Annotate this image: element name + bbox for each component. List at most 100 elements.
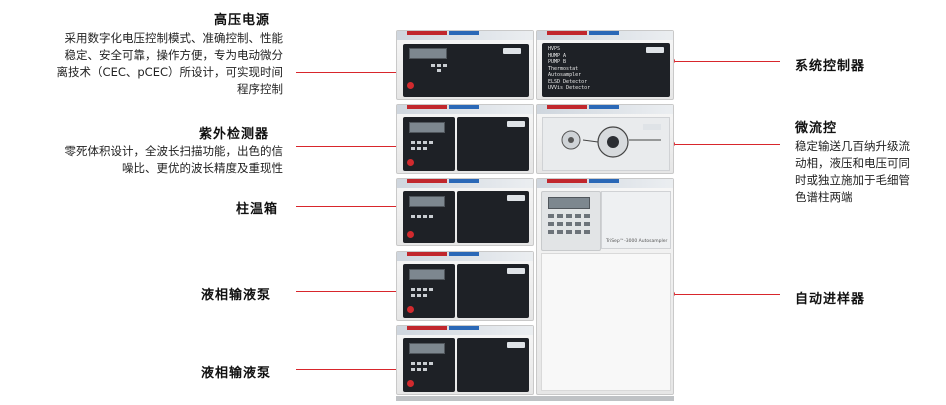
micro-desc-line: 动相，液压和电压可同 xyxy=(795,156,910,170)
micro-leader-line xyxy=(675,144,780,145)
uv-door-panel xyxy=(457,117,529,171)
uv-key xyxy=(417,141,421,144)
module-top xyxy=(397,252,533,261)
autosampler-leader-line xyxy=(675,294,780,295)
uv-detector-module xyxy=(396,104,534,174)
hv-desc-line: 稳定、安全可靠，操作方便，专为电动微分 xyxy=(64,48,284,62)
column-oven-module xyxy=(396,178,534,246)
hv-leader-line xyxy=(296,72,401,73)
pump1-key xyxy=(411,294,415,297)
hv-desc-line: 程序控制 xyxy=(237,82,283,96)
uv-title: 紫外检测器 xyxy=(199,127,270,142)
hv-lcd-display xyxy=(409,48,447,59)
module-top xyxy=(537,105,673,114)
uv-front-panel xyxy=(403,117,455,171)
brand-stripe-red xyxy=(547,179,587,183)
brand-stripe-red xyxy=(407,252,447,256)
uv-key xyxy=(417,147,421,150)
brand-stripe-red xyxy=(407,31,447,35)
hv-key xyxy=(437,64,441,67)
uv-key xyxy=(429,141,433,144)
controller-screen-line: PUMP B xyxy=(548,59,567,65)
brand-stripe-red xyxy=(407,105,447,109)
brand-badge xyxy=(507,342,525,348)
hv-desc-line: 离技术（CEC、pCEC）所设计，可实现时间 xyxy=(56,65,283,79)
uv-leader-line xyxy=(296,146,401,147)
uv-lcd-display xyxy=(409,122,445,133)
hv-power-supply-module xyxy=(396,30,534,100)
controller-title: 系统控制器 xyxy=(795,59,866,74)
hv-key xyxy=(443,64,447,67)
oven-front-panel xyxy=(403,191,455,243)
pump1-key xyxy=(417,288,421,291)
oven-key xyxy=(411,215,415,218)
hv-key xyxy=(431,64,435,67)
brand-badge xyxy=(503,48,521,54)
micro-title: 微流控 xyxy=(795,121,838,136)
brand-stripe-blue xyxy=(449,105,479,109)
micro-desc-line: 稳定输送几百纳升级流 xyxy=(795,139,910,153)
brand-badge xyxy=(507,195,525,201)
module-top xyxy=(397,179,533,188)
brand-stripe-red xyxy=(407,179,447,183)
hv-desc: 采用数字化电压控制模式、准确控制、性能 稳定、安全可靠，操作方便，专为电动微分 … xyxy=(0,30,283,98)
stack-base xyxy=(396,396,674,401)
hv-front-panel xyxy=(403,44,529,97)
micro-desc: 稳定输送几百纳升级流 动相，液压和电压可同 时或独立施加于毛细管 色谱柱两端 xyxy=(795,138,945,206)
micro-desc-line: 时或独立施加于毛细管 xyxy=(795,173,910,187)
brand-badge xyxy=(507,121,525,127)
pump2-key xyxy=(423,362,427,365)
pump2-lcd-display xyxy=(409,343,445,354)
autosampler-module: TriSep™-3000 Autosampler xyxy=(536,178,674,395)
microfluidic-module xyxy=(536,104,674,174)
uv-key xyxy=(423,147,427,150)
power-indicator xyxy=(407,82,414,89)
module-top xyxy=(397,326,533,335)
microfluidic-valve-illustration xyxy=(561,124,661,158)
uv-key xyxy=(423,141,427,144)
controller-front-panel: HVPS HUMP A PUMP B Thermostat Autosample… xyxy=(542,43,670,97)
power-indicator xyxy=(407,306,414,313)
brand-stripe-red xyxy=(547,105,587,109)
power-indicator xyxy=(407,159,414,166)
pump-module-2 xyxy=(396,325,534,395)
uv-desc-line: 噪比、更优的波长精度及重现性 xyxy=(122,161,283,175)
uv-desc-line: 零死体积设计，全波长扫描功能，出色的信 xyxy=(64,144,284,158)
controller-screen-line: Thermostat xyxy=(548,65,579,72)
pump1-lcd-display xyxy=(409,269,445,280)
module-top xyxy=(537,31,673,40)
micro-front-panel xyxy=(542,117,670,171)
controller-screen-line: ELSD Detector xyxy=(548,78,588,85)
pump1-key xyxy=(423,294,427,297)
brand-stripe-blue xyxy=(449,252,479,256)
oven-title: 柱温箱 xyxy=(236,202,279,217)
autosampler-door xyxy=(541,253,671,391)
uv-desc: 零死体积设计，全波长扫描功能，出色的信 噪比、更优的波长精度及重现性 xyxy=(0,143,284,177)
brand-stripe-red xyxy=(547,31,587,35)
pump2-key xyxy=(417,368,421,371)
brand-stripe-blue xyxy=(449,31,479,35)
brand-stripe-blue xyxy=(589,31,619,35)
power-indicator xyxy=(407,380,414,387)
brand-stripe-blue xyxy=(589,105,619,109)
autosampler-top-door: TriSep™-3000 Autosampler xyxy=(601,191,671,249)
controller-leader-line xyxy=(675,61,780,62)
autosampler-title: 自动进样器 xyxy=(795,292,866,307)
oven-key xyxy=(423,215,427,218)
autosampler-model-label: TriSep™-3000 Autosampler xyxy=(606,239,668,244)
controller-screen-line: UVVis Detector xyxy=(548,85,591,91)
oven-lcd-display xyxy=(409,196,445,207)
system-controller-module: HVPS HUMP A PUMP B Thermostat Autosample… xyxy=(536,30,674,100)
brand-badge xyxy=(507,268,525,274)
pump1-door-panel xyxy=(457,264,529,318)
controller-screen-line: HVPS xyxy=(548,46,561,52)
pump1-key xyxy=(423,288,427,291)
hv-desc-line: 采用数字化电压控制模式、准确控制、性能 xyxy=(64,31,284,45)
pump1-key xyxy=(429,288,433,291)
autosampler-lcd xyxy=(548,197,590,209)
brand-stripe-blue xyxy=(449,326,479,330)
brand-stripe-red xyxy=(407,326,447,330)
oven-key xyxy=(429,215,433,218)
autosampler-keypad-panel xyxy=(541,191,601,251)
pump2-door-panel xyxy=(457,338,529,392)
